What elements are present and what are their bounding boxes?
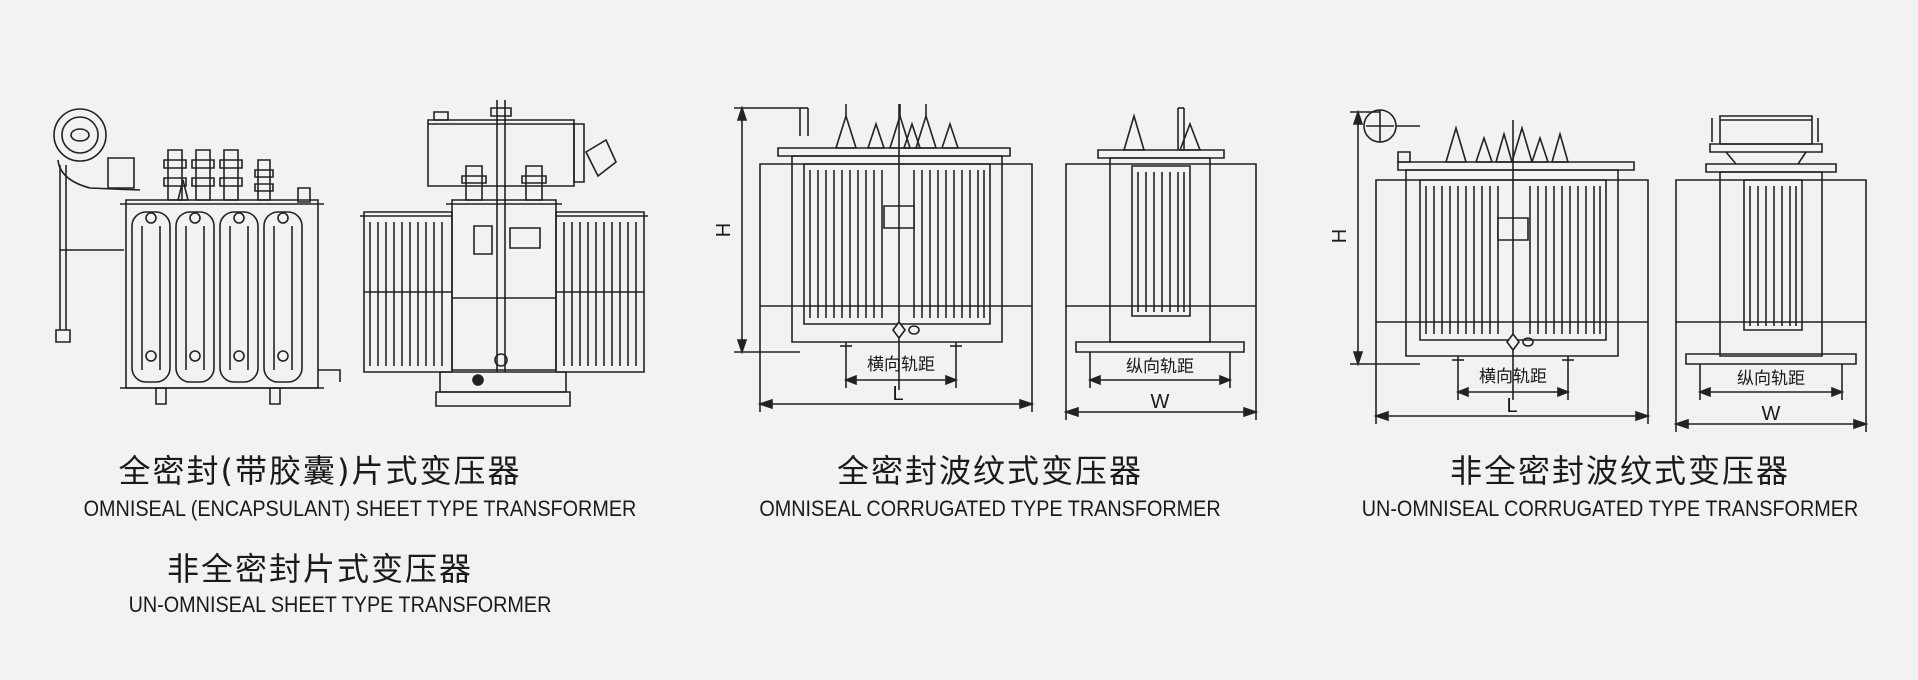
length-label-2: L bbox=[1506, 395, 1517, 417]
corrugated-cn-caption: 全密封波纹式变压器 bbox=[836, 452, 1143, 490]
longitudinal-gauge-label-2: 纵向轨距 bbox=[1737, 369, 1805, 389]
un-omniseal-corrugated-front-view bbox=[1350, 110, 1648, 424]
transverse-gauge-label-1: 横向轨距 bbox=[867, 355, 935, 375]
width-label-2: W bbox=[1762, 403, 1781, 425]
corrugated-en-caption: OMNISEAL CORRUGATED TYPE TRANSFORMER bbox=[759, 496, 1221, 521]
length-label-1: L bbox=[892, 383, 903, 405]
sheet-transformer-front-view bbox=[360, 100, 648, 406]
sheet-type-cn-caption: 全密封(带胶囊)片式变压器 bbox=[118, 452, 522, 490]
corrugated-transformer-front-view bbox=[734, 104, 1032, 412]
width-label-1: W bbox=[1151, 391, 1170, 413]
un-omniseal-corrugated-side-view bbox=[1676, 116, 1866, 432]
height-label-2: H bbox=[1329, 229, 1351, 243]
longitudinal-gauge-label-1: 纵向轨距 bbox=[1126, 357, 1194, 377]
un-omniseal-sheet-cn-caption: 非全密封片式变压器 bbox=[166, 550, 473, 588]
transverse-gauge-label-2: 横向轨距 bbox=[1479, 367, 1547, 387]
sheet-transformer-side-view bbox=[54, 109, 340, 404]
height-label-1: H bbox=[713, 223, 735, 237]
sheet-type-en-caption: OMNISEAL (ENCAPSULANT) SHEET TYPE TRANSF… bbox=[83, 496, 637, 521]
un-omniseal-corrugated-cn-caption: 非全密封波纹式变压器 bbox=[1449, 452, 1790, 490]
corrugated-transformer-side-view bbox=[1066, 108, 1256, 420]
un-omniseal-sheet-en-caption: UN-OMNISEAL SHEET TYPE TRANSFORMER bbox=[128, 592, 552, 617]
un-omniseal-corrugated-en-caption: UN-OMNISEAL CORRUGATED TYPE TRANSFORMER bbox=[1361, 496, 1859, 521]
